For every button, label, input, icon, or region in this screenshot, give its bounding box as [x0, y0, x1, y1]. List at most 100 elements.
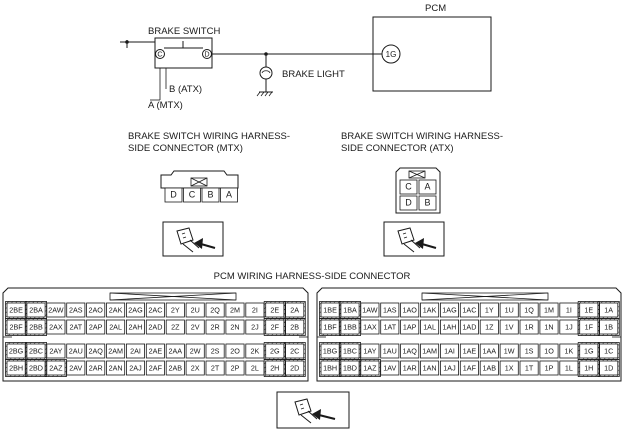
pin-label: 1Y — [485, 306, 494, 315]
pcm-pin-2aj: 2AJ — [126, 360, 146, 376]
pcm-pin-2o: 2O — [225, 343, 245, 359]
mtx-lock-x2 — [190, 177, 208, 187]
pin-label: 1J — [565, 323, 573, 332]
pcm-pin-1af: 1AF — [459, 360, 479, 376]
pcm-pin-2h: 2H — [263, 359, 286, 377]
pcm-pin-2ay: 2AY — [46, 343, 66, 359]
pcm-pin-2b: 2B — [283, 318, 306, 336]
pin-label: 2AW — [48, 306, 64, 315]
pin-label: 2P — [231, 364, 240, 373]
pin-label: 2O — [230, 347, 240, 356]
terminal-c-label: C — [157, 50, 162, 59]
pin-label: 1Q — [524, 306, 534, 315]
pcm-pin-1k: 1K — [559, 343, 579, 359]
pcm-pin-2af: 2AF — [145, 360, 165, 376]
pin-label: 1H — [584, 364, 593, 373]
pcm-pin-2ad: 2AD — [145, 319, 165, 335]
pin-label: 1AP — [403, 323, 417, 332]
pcm-pin-2f: 2F — [263, 318, 286, 336]
pcm-pin-2ab: 2AB — [165, 360, 185, 376]
pcm-pin-1s: 1S — [519, 343, 539, 359]
pin-label: 2G — [270, 347, 280, 356]
pin-label: 2AM — [108, 347, 123, 356]
pcm-probe-icon — [276, 391, 350, 429]
atx-title-line2: SIDE CONNECTOR (ATX) — [341, 143, 454, 154]
atx-pin-a: A — [418, 179, 437, 195]
pin-label: 2AB — [169, 364, 183, 373]
pin-label: 2AQ — [89, 347, 104, 356]
atx-connector-housing — [395, 167, 441, 214]
pin-label: 1BG — [323, 347, 338, 356]
atx-pin-d: D — [399, 195, 418, 211]
pcm-pin-2be: 2BE — [5, 301, 28, 319]
pin-label: 2AO — [89, 306, 104, 315]
pcm-pin-2aq: 2AQ — [86, 343, 106, 359]
mtx-probe-icon — [162, 221, 224, 257]
pin-label: A — [226, 190, 232, 200]
pin-label: 2K — [251, 347, 260, 356]
pin-label: D — [405, 198, 412, 208]
mtx-pin-a: A — [220, 187, 238, 203]
pin-label: 1BD — [343, 364, 357, 373]
pin-label: 1AL — [423, 323, 436, 332]
pin-label: 1BE — [323, 306, 337, 315]
pin-label: 2Y — [171, 306, 180, 315]
switch-terminal-d — [202, 49, 212, 59]
pcm-pin-1u: 1U — [499, 302, 519, 318]
pin-label: 2AT — [69, 323, 82, 332]
pcm-pin-2ai: 2AI — [126, 343, 146, 359]
pin-label: 1Z — [485, 323, 494, 332]
pin-label: 2AJ — [129, 364, 142, 373]
pin-label: 2AZ — [49, 364, 63, 373]
pin-label: 1X — [505, 364, 514, 373]
pcm-pin-1an: 1AN — [420, 360, 440, 376]
pin-label: 2BB — [29, 323, 43, 332]
pin-label: 2AD — [148, 323, 162, 332]
pcm-pin-2aa: 2AA — [165, 343, 185, 359]
pin-label: 1K — [565, 347, 574, 356]
pcm-right-housing — [316, 287, 622, 382]
pcm-pin-2bc: 2BC — [24, 342, 48, 360]
pcm-pin-1ar: 1AR — [400, 360, 420, 376]
pin-label: C — [405, 182, 412, 192]
pcm-pin-2bd: 2BD — [24, 359, 48, 377]
pcm-pin-2as: 2AS — [66, 302, 86, 318]
pin-label: 1BC — [343, 347, 357, 356]
pin-label: 2H — [270, 364, 279, 373]
pcm-pin-1ax: 1AX — [360, 319, 380, 335]
terminal-b-label: B (ATX) — [169, 84, 202, 95]
pcm-pin-1q: 1Q — [519, 302, 539, 318]
pin-label: 2B — [290, 323, 299, 332]
pin-label: 2S — [211, 347, 220, 356]
pcm-pin-2v: 2V — [185, 319, 205, 335]
pin-label: 2AY — [49, 347, 62, 356]
pcm-pin-1ab: 1AB — [479, 360, 499, 376]
pin-label: 2BC — [29, 347, 43, 356]
pin-label: 1A — [604, 306, 613, 315]
pin-label: 2BE — [9, 306, 23, 315]
pcm-pin-1aa: 1AA — [479, 343, 499, 359]
pcm-pin-1g: 1G — [577, 342, 600, 360]
pcm-pin-1z: 1Z — [479, 319, 499, 335]
pcm-pin-2k: 2K — [245, 343, 265, 359]
pin-label: 1AB — [483, 364, 497, 373]
ground-hash-3 — [264, 91, 269, 97]
pin-label: 1AA — [483, 347, 497, 356]
pcm-pin-1a: 1A — [597, 301, 620, 319]
pcm-pin-2ba: 2BA — [24, 301, 48, 319]
pcm-pin-2j: 2J — [245, 319, 265, 335]
pcm-connector-title: PCM WIRING HARNESS-SIDE CONNECTOR — [214, 271, 411, 282]
pcm-pin-1h: 1H — [577, 359, 600, 377]
pin-label: 1C — [604, 347, 613, 356]
pcm-pin-1ag: 1AG — [439, 302, 459, 318]
pin-label: 2A — [290, 306, 299, 315]
pin-label: 2AH — [129, 323, 143, 332]
pcm-pin-1as: 1AS — [380, 302, 400, 318]
pcm-pin-1bg: 1BG — [319, 342, 342, 360]
pin-label: A — [424, 182, 430, 192]
pin-label: 1AW — [362, 306, 378, 315]
